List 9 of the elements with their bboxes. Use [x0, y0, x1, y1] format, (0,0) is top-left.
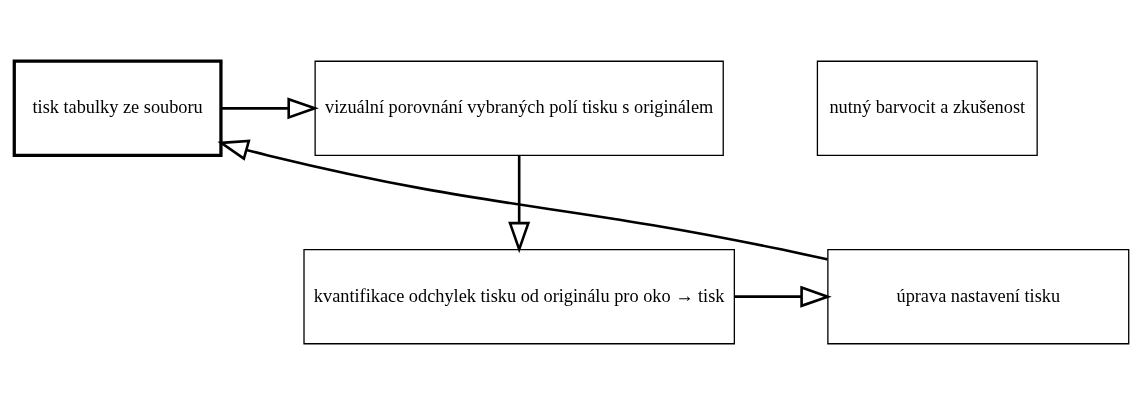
arrow [508, 155, 531, 254]
arrow [734, 285, 832, 308]
node-box: vizuální porovnání vybraných polí tisku s originálem [314, 60, 724, 157]
node-box: úprava nastavení tisku [827, 248, 1130, 345]
node-box: kvantifikace odchylek tisku od originálu pro oko → tisk [303, 248, 735, 345]
arrow [221, 97, 319, 120]
arrow [217, 139, 828, 261]
node-box: nutný barvocit a zkušenost [816, 60, 1038, 157]
node-box: tisk tabulky ze souboru [12, 59, 223, 158]
